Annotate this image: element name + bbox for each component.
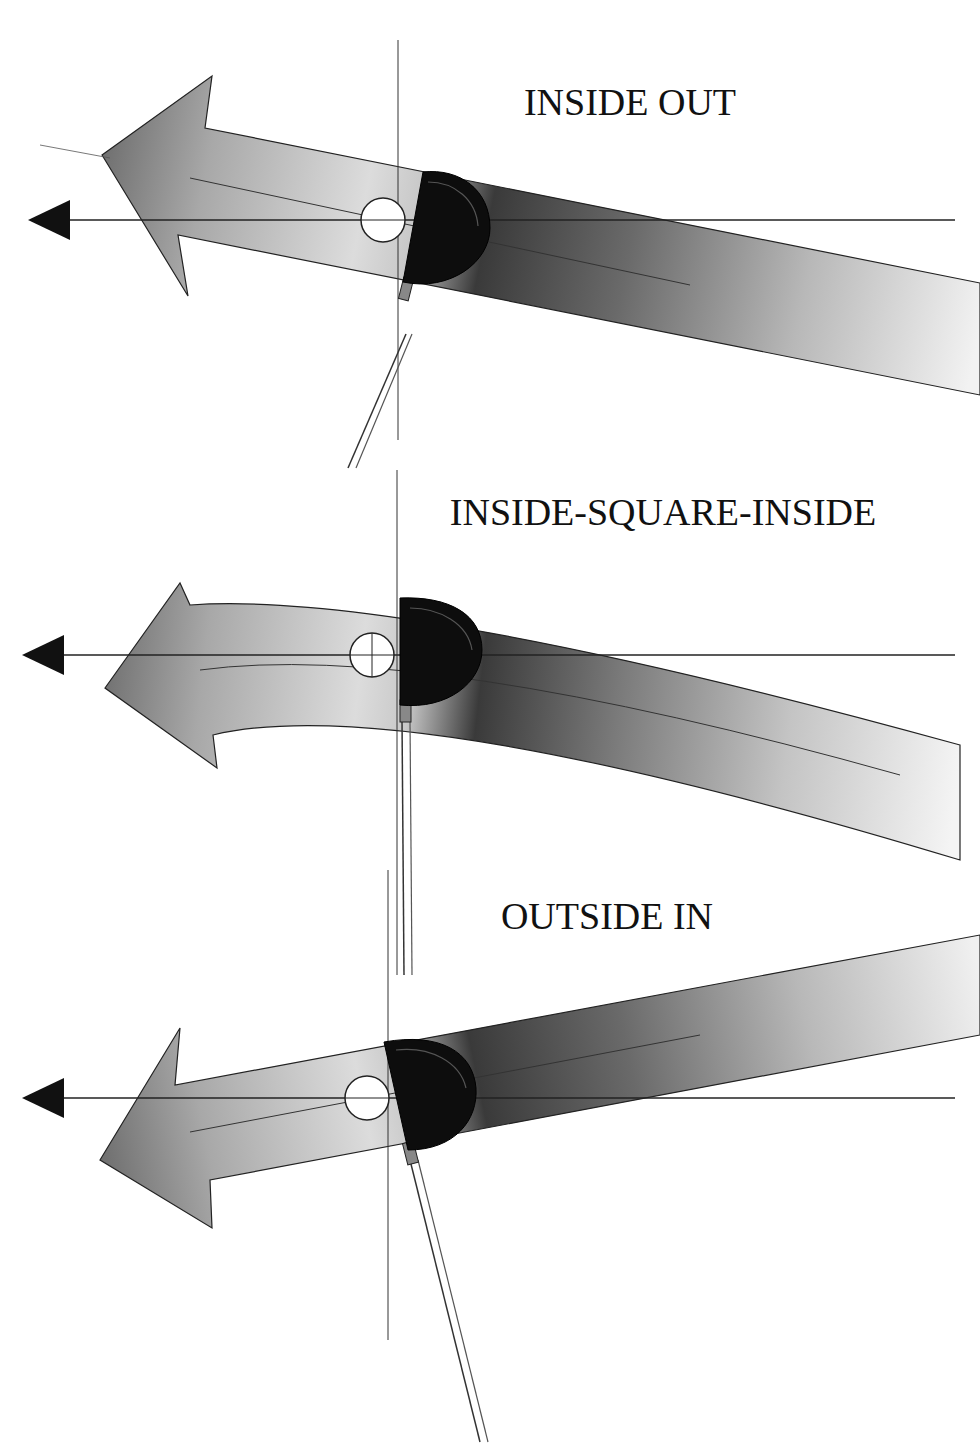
swing-path-arrow <box>102 76 980 395</box>
swing-path-arrow <box>105 583 960 860</box>
ball-line <box>397 470 398 975</box>
path-centerline <box>200 665 900 775</box>
ball-line <box>398 40 399 440</box>
swing-path-arrow <box>100 935 980 1228</box>
golf-ball <box>361 198 405 242</box>
panel-title: OUTSIDE IN <box>501 896 713 938</box>
club-shaft <box>410 1160 480 1442</box>
club-head <box>384 1039 476 1150</box>
club-shaft <box>402 720 404 975</box>
golf-ball <box>345 1076 389 1120</box>
inside-out-panel <box>28 40 980 468</box>
club-head <box>403 172 490 284</box>
panel-title: INSIDE-SQUARE-INSIDE <box>450 492 876 534</box>
target-line <box>66 219 955 220</box>
inside-square-inside-panel <box>22 470 960 975</box>
target-arrowhead <box>28 200 70 240</box>
club-shaft <box>348 334 406 468</box>
target-line <box>60 1097 955 1098</box>
panel-title: INSIDE OUT <box>524 82 736 124</box>
outside-in-panel <box>22 870 980 1442</box>
target-arrowhead <box>22 1078 64 1118</box>
target-arrowhead <box>22 635 64 675</box>
target-line <box>60 654 955 655</box>
club-head <box>400 598 482 706</box>
golf-ball <box>350 633 394 677</box>
